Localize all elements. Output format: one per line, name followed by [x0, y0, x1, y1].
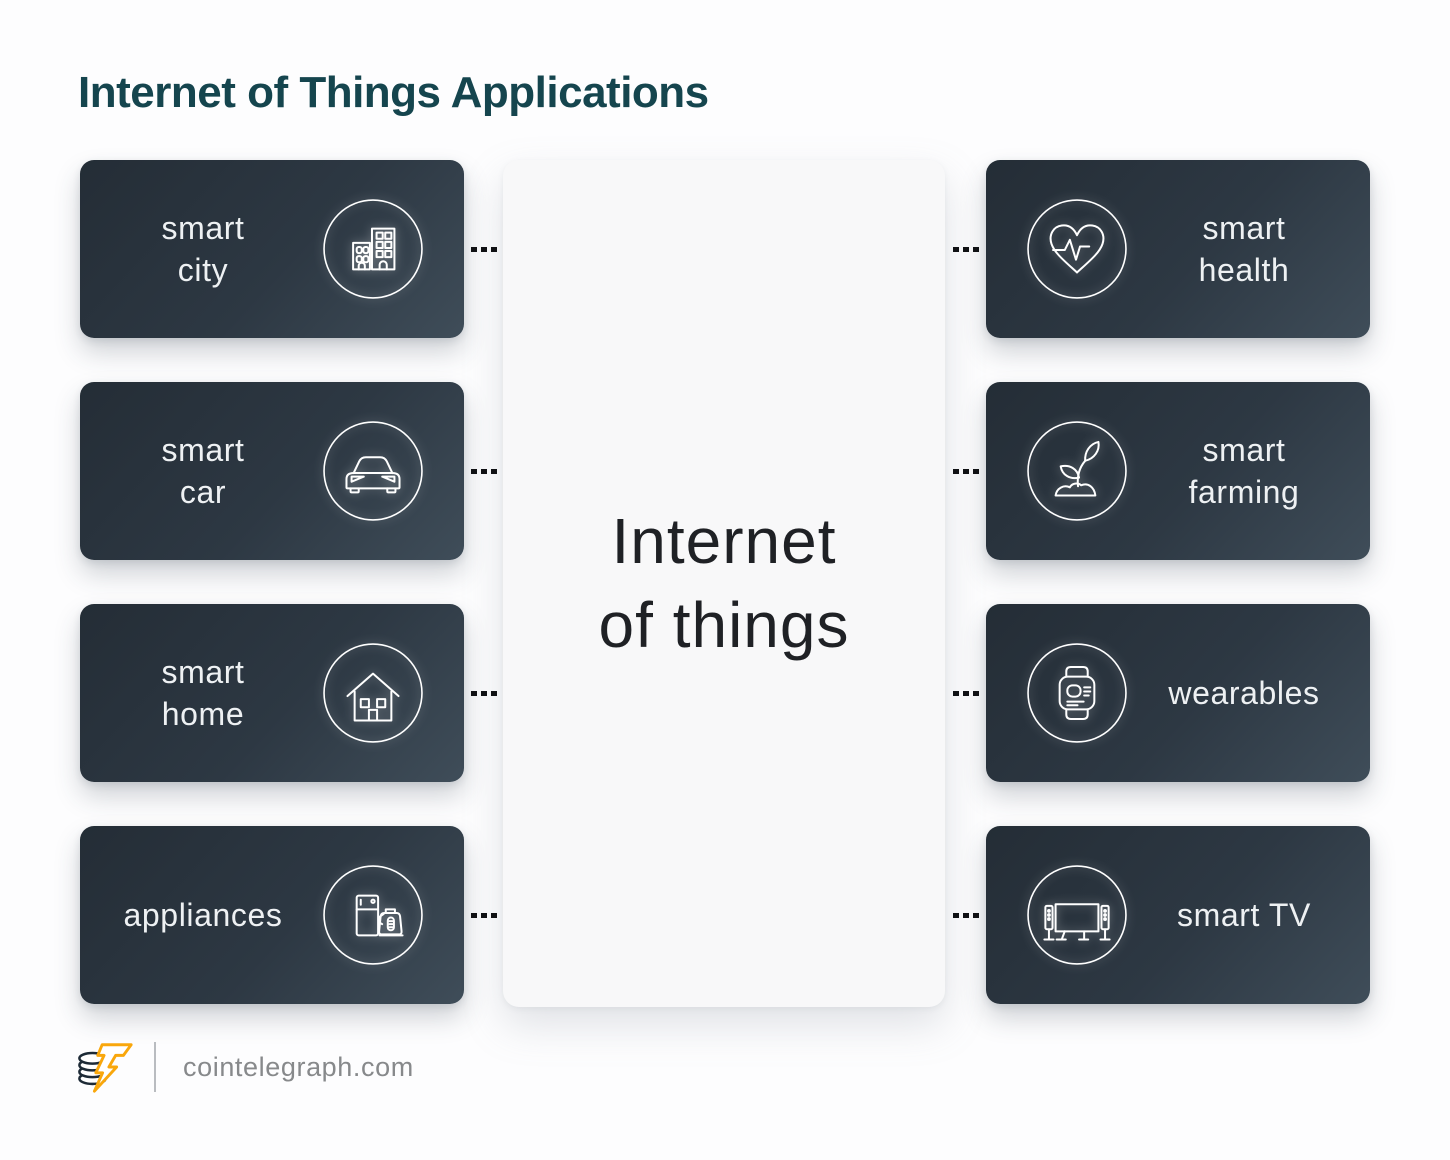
- connector-smart-city: [471, 247, 498, 252]
- cointelegraph-logo-icon: [78, 1043, 133, 1093]
- farming-icon: [1026, 420, 1128, 522]
- card-smart-city-label: smart city: [161, 209, 245, 288]
- health-icon: [1026, 198, 1128, 300]
- connector-smart-tv: [953, 913, 980, 918]
- car-icon: [322, 420, 424, 522]
- card-appliances: appliances: [80, 826, 464, 1004]
- card-smart-home: smart home: [80, 604, 464, 782]
- page-title: Internet of Things Applications: [78, 68, 709, 117]
- center-panel: Internet of things: [503, 160, 945, 1007]
- wearables-icon: [1026, 642, 1128, 744]
- connector-smart-health: [953, 247, 980, 252]
- connector-appliances: [471, 913, 498, 918]
- card-smart-farming-label: smart farming: [1188, 431, 1300, 510]
- tv-icon: [1026, 864, 1128, 966]
- card-smart-tv: smart TV: [986, 826, 1370, 1004]
- card-smart-city: smart city: [80, 160, 464, 338]
- card-smart-health: smart health: [986, 160, 1370, 338]
- card-smart-home-label: smart home: [161, 653, 245, 732]
- connector-wearables: [953, 691, 980, 696]
- footer: cointelegraph.com: [76, 1038, 414, 1096]
- connector-smart-farming: [953, 469, 980, 474]
- home-icon: [322, 642, 424, 744]
- card-smart-tv-label: smart TV: [1176, 896, 1311, 933]
- footer-site-text: cointelegraph.com: [183, 1051, 414, 1082]
- card-smart-car-label: smart car: [161, 431, 245, 510]
- appliances-icon: [322, 864, 424, 966]
- connector-smart-home: [471, 691, 498, 696]
- footer-divider: [154, 1042, 156, 1092]
- card-smart-farming: smart farming: [986, 382, 1370, 560]
- center-title: Internet of things: [598, 505, 850, 661]
- city-icon: [322, 198, 424, 300]
- card-smart-health-label: smart health: [1198, 209, 1290, 288]
- card-appliances-label: appliances: [123, 896, 283, 933]
- connector-smart-car: [471, 469, 498, 474]
- card-wearables-label: wearables: [1168, 674, 1320, 711]
- card-wearables: wearables: [986, 604, 1370, 782]
- card-smart-car: smart car: [80, 382, 464, 560]
